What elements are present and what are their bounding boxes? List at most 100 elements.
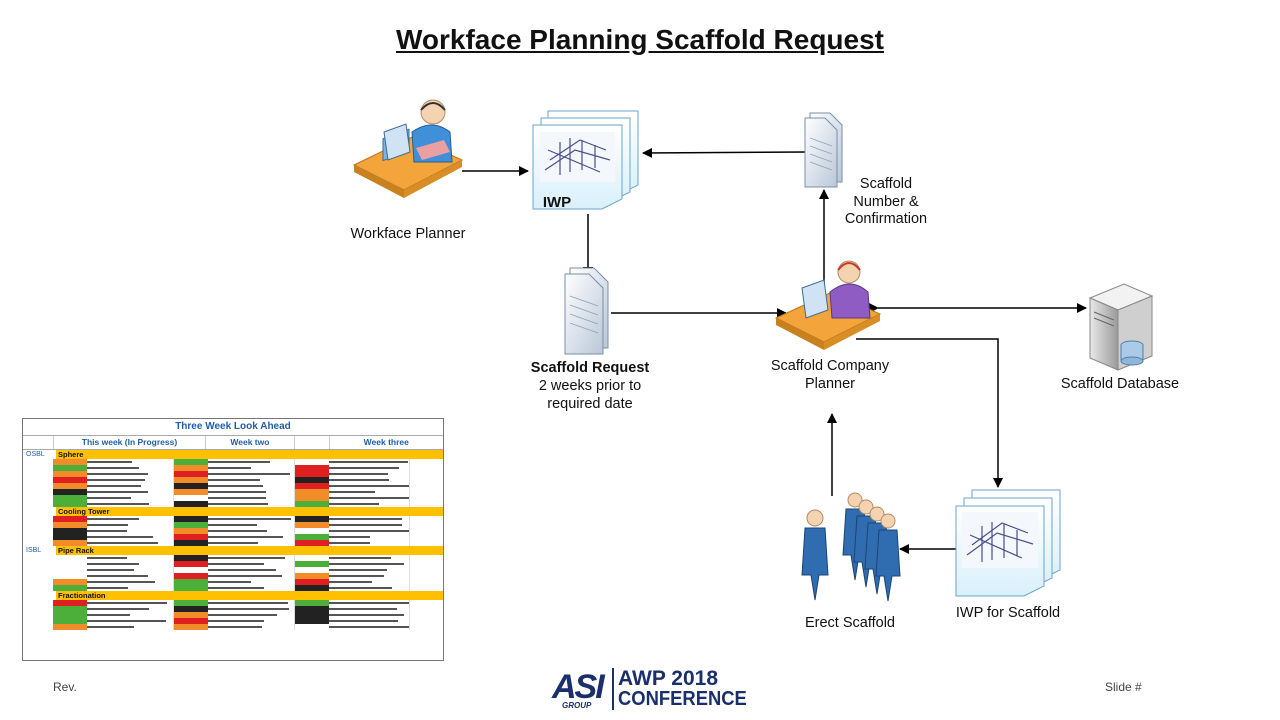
look-ahead-row	[23, 618, 443, 624]
look-ahead-row	[23, 612, 443, 618]
look-ahead-header: This week (In Progress) Week two Week th…	[23, 435, 443, 450]
look-ahead-row	[23, 471, 443, 477]
activity-text-placeholder	[208, 473, 290, 475]
activity-id-cell	[174, 600, 208, 606]
activity-description-cell	[87, 567, 174, 573]
activity-text-placeholder	[329, 461, 408, 463]
activity-id-cell	[53, 483, 87, 489]
activity-description-cell	[208, 489, 295, 495]
look-ahead-row	[23, 606, 443, 612]
activity-text-placeholder	[87, 620, 166, 622]
arrow-planner-to-iwp-scaffold	[856, 338, 1003, 488]
activity-text-placeholder	[87, 536, 153, 538]
activity-id-cell	[53, 624, 87, 630]
activity-text-placeholder	[87, 479, 145, 481]
activity-text-placeholder	[329, 620, 398, 622]
activity-text-placeholder	[208, 485, 263, 487]
activity-id-cell	[174, 618, 208, 624]
activity-description-cell	[208, 471, 295, 477]
activity-text-placeholder	[87, 503, 149, 505]
activity-description-cell	[329, 579, 410, 585]
activity-description-cell	[329, 555, 410, 561]
activity-id-cell	[174, 612, 208, 618]
activity-id-cell	[53, 522, 87, 528]
scaffold-database-label: Scaffold Database	[1060, 376, 1180, 392]
activity-id-cell	[295, 606, 329, 612]
revision-label: Rev.	[53, 680, 77, 694]
activity-id-cell	[295, 501, 329, 507]
activity-description-cell	[329, 471, 410, 477]
activity-text-placeholder	[329, 563, 404, 565]
activity-id-cell	[53, 534, 87, 540]
activity-description-cell	[208, 459, 295, 465]
activity-id-cell	[53, 459, 87, 465]
activity-description-cell	[329, 585, 410, 591]
activity-id-cell	[53, 489, 87, 495]
activity-id-cell	[174, 561, 208, 567]
activity-text-placeholder	[87, 467, 139, 469]
activity-id-cell	[295, 495, 329, 501]
activity-id-cell	[174, 534, 208, 540]
activity-id-cell	[295, 522, 329, 528]
activity-description-cell	[208, 567, 295, 573]
activity-text-placeholder	[87, 557, 127, 559]
activity-id-cell	[295, 516, 329, 522]
activity-text-placeholder	[208, 530, 267, 532]
activity-description-cell	[329, 540, 410, 546]
activity-id-cell	[53, 579, 87, 585]
activity-text-placeholder	[329, 614, 404, 616]
activity-text-placeholder	[208, 461, 270, 463]
iwp-for-scaffold-label: IWP for Scaffold	[955, 605, 1061, 621]
activity-description-cell	[208, 477, 295, 483]
scaffold-number-label: Scaffold Number & Confirmation	[844, 176, 928, 227]
activity-text-placeholder	[329, 473, 388, 475]
activity-id-cell	[174, 483, 208, 489]
area-tag: ISBL	[26, 547, 42, 554]
activity-id-cell	[295, 579, 329, 585]
activity-text-placeholder	[329, 503, 379, 505]
activity-description-cell	[87, 534, 174, 540]
activity-id-cell	[295, 561, 329, 567]
activity-id-cell	[295, 534, 329, 540]
look-ahead-row	[23, 561, 443, 567]
activity-text-placeholder	[87, 608, 149, 610]
activity-text-placeholder	[208, 626, 262, 628]
activity-text-placeholder	[208, 518, 291, 520]
scaffold-request-sublabel: 2 weeks prior to required date	[538, 378, 642, 412]
activity-description-cell	[329, 573, 410, 579]
area-tag	[23, 507, 56, 516]
activity-text-placeholder	[87, 497, 131, 499]
activity-text-placeholder	[329, 536, 370, 538]
activity-description-cell	[87, 516, 174, 522]
activity-text-placeholder	[208, 581, 251, 583]
activity-description-cell	[329, 489, 410, 495]
activity-description-cell	[87, 561, 174, 567]
activity-id-cell	[174, 585, 208, 591]
activity-description-cell	[208, 483, 295, 489]
activity-description-cell	[329, 612, 410, 618]
activity-id-cell	[53, 501, 87, 507]
erect-scaffold-label: Erect Scaffold	[804, 615, 895, 631]
activity-text-placeholder	[208, 467, 251, 469]
activity-description-cell	[87, 585, 174, 591]
area-name: Cooling Tower	[56, 507, 443, 516]
activity-text-placeholder	[329, 491, 375, 493]
activity-description-cell	[208, 528, 295, 534]
activity-text-placeholder	[208, 524, 257, 526]
activity-text-placeholder	[329, 587, 392, 589]
activity-text-placeholder	[208, 620, 264, 622]
activity-text-placeholder	[87, 485, 141, 487]
activity-description-cell	[329, 567, 410, 573]
look-ahead-row	[23, 522, 443, 528]
activity-text-placeholder	[329, 485, 409, 487]
activity-id-cell	[174, 522, 208, 528]
look-ahead-row	[23, 585, 443, 591]
activity-text-placeholder	[329, 608, 397, 610]
scaffold-company-planner-icon	[774, 260, 882, 350]
activity-description-cell	[208, 606, 295, 612]
activity-text-placeholder	[87, 524, 128, 526]
look-ahead-row	[23, 477, 443, 483]
activity-description-cell	[329, 477, 410, 483]
